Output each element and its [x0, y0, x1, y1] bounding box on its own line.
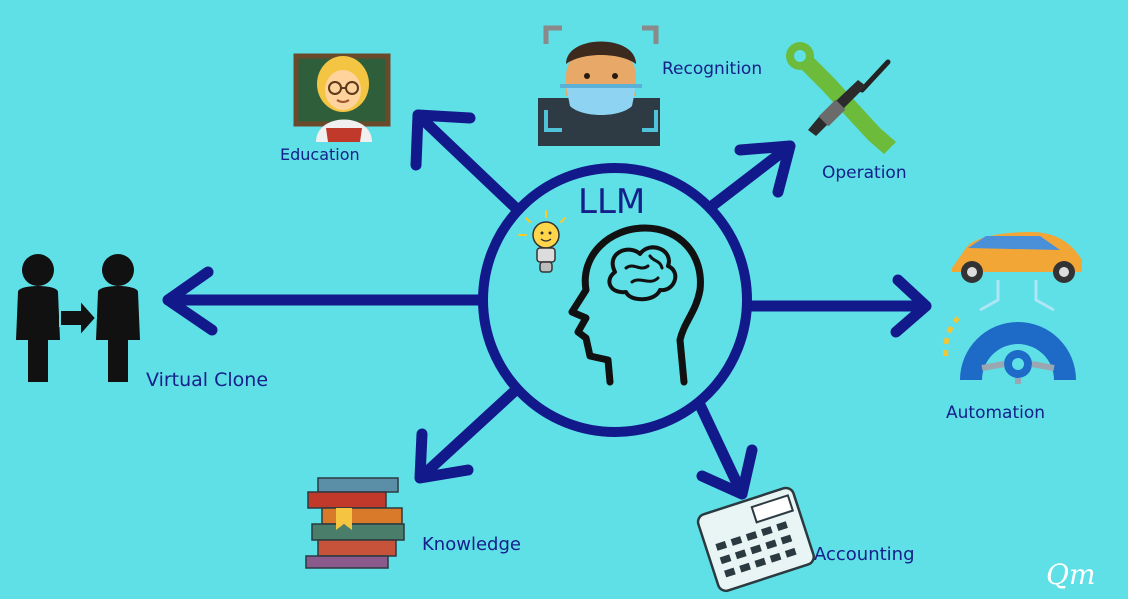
arrow-automation [744, 274, 932, 338]
arrow-operation [706, 140, 796, 212]
face-recognition-icon [538, 25, 660, 146]
llm-title: LLM [578, 182, 645, 222]
education-label: Education [280, 145, 360, 164]
signature: Qm [1046, 558, 1096, 591]
knowledge-label: Knowledge [422, 534, 521, 555]
head-brain-icon [568, 224, 704, 386]
arrows [162, 109, 932, 500]
wrench-screwdriver-icon [786, 42, 896, 154]
arrow-education [410, 109, 526, 218]
operation-label: Operation [822, 163, 907, 183]
books-icon [305, 477, 405, 569]
person-to-person-icon [16, 254, 140, 382]
lightbulb-icon [518, 210, 566, 273]
accounting-label: Accounting [814, 544, 915, 565]
recognition-label: Recognition [662, 59, 762, 79]
arrow-knowledge [414, 382, 524, 484]
calculator-icon [696, 486, 815, 593]
teacher-icon [293, 53, 391, 142]
car-steering-wheel-icon [943, 232, 1082, 384]
virtual-clone-label: Virtual Clone [146, 369, 268, 391]
arrow-virtual-clone [162, 266, 484, 336]
automation-label: Automation [946, 403, 1045, 423]
